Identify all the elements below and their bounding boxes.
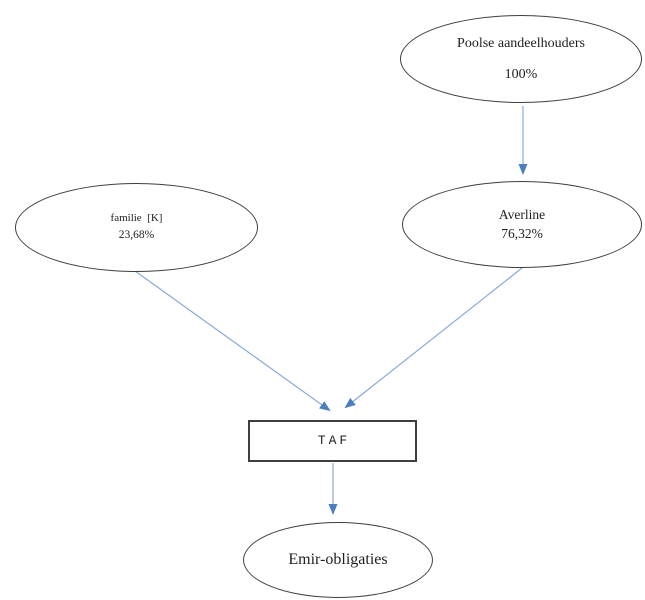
node-taf: TAF bbox=[248, 420, 417, 462]
node-poolse-aandeelhouders: Poolse aandeelhouders 100% bbox=[400, 15, 642, 103]
node-poolse-percentage: 100% bbox=[504, 67, 538, 82]
edge-averline-to-taf bbox=[344, 267, 523, 409]
node-emir-label: Emir-obligaties bbox=[288, 551, 388, 568]
node-familie-label: familie [K] bbox=[110, 212, 163, 225]
node-averline-percentage: 76,32% bbox=[501, 225, 543, 241]
node-poolse-label: Poolse aandeelhouders bbox=[457, 35, 585, 51]
edge-familie-to-taf bbox=[134, 270, 331, 412]
node-averline-label: Averline bbox=[498, 206, 546, 222]
node-taf-label: TAF bbox=[317, 432, 351, 448]
node-averline: Averline 76,32% bbox=[402, 181, 642, 268]
node-emir-obligaties: Emir-obligaties bbox=[243, 522, 433, 598]
node-familie-percentage: 23,68% bbox=[118, 229, 155, 242]
node-familie-k: familie [K] 23,68% bbox=[15, 183, 258, 272]
